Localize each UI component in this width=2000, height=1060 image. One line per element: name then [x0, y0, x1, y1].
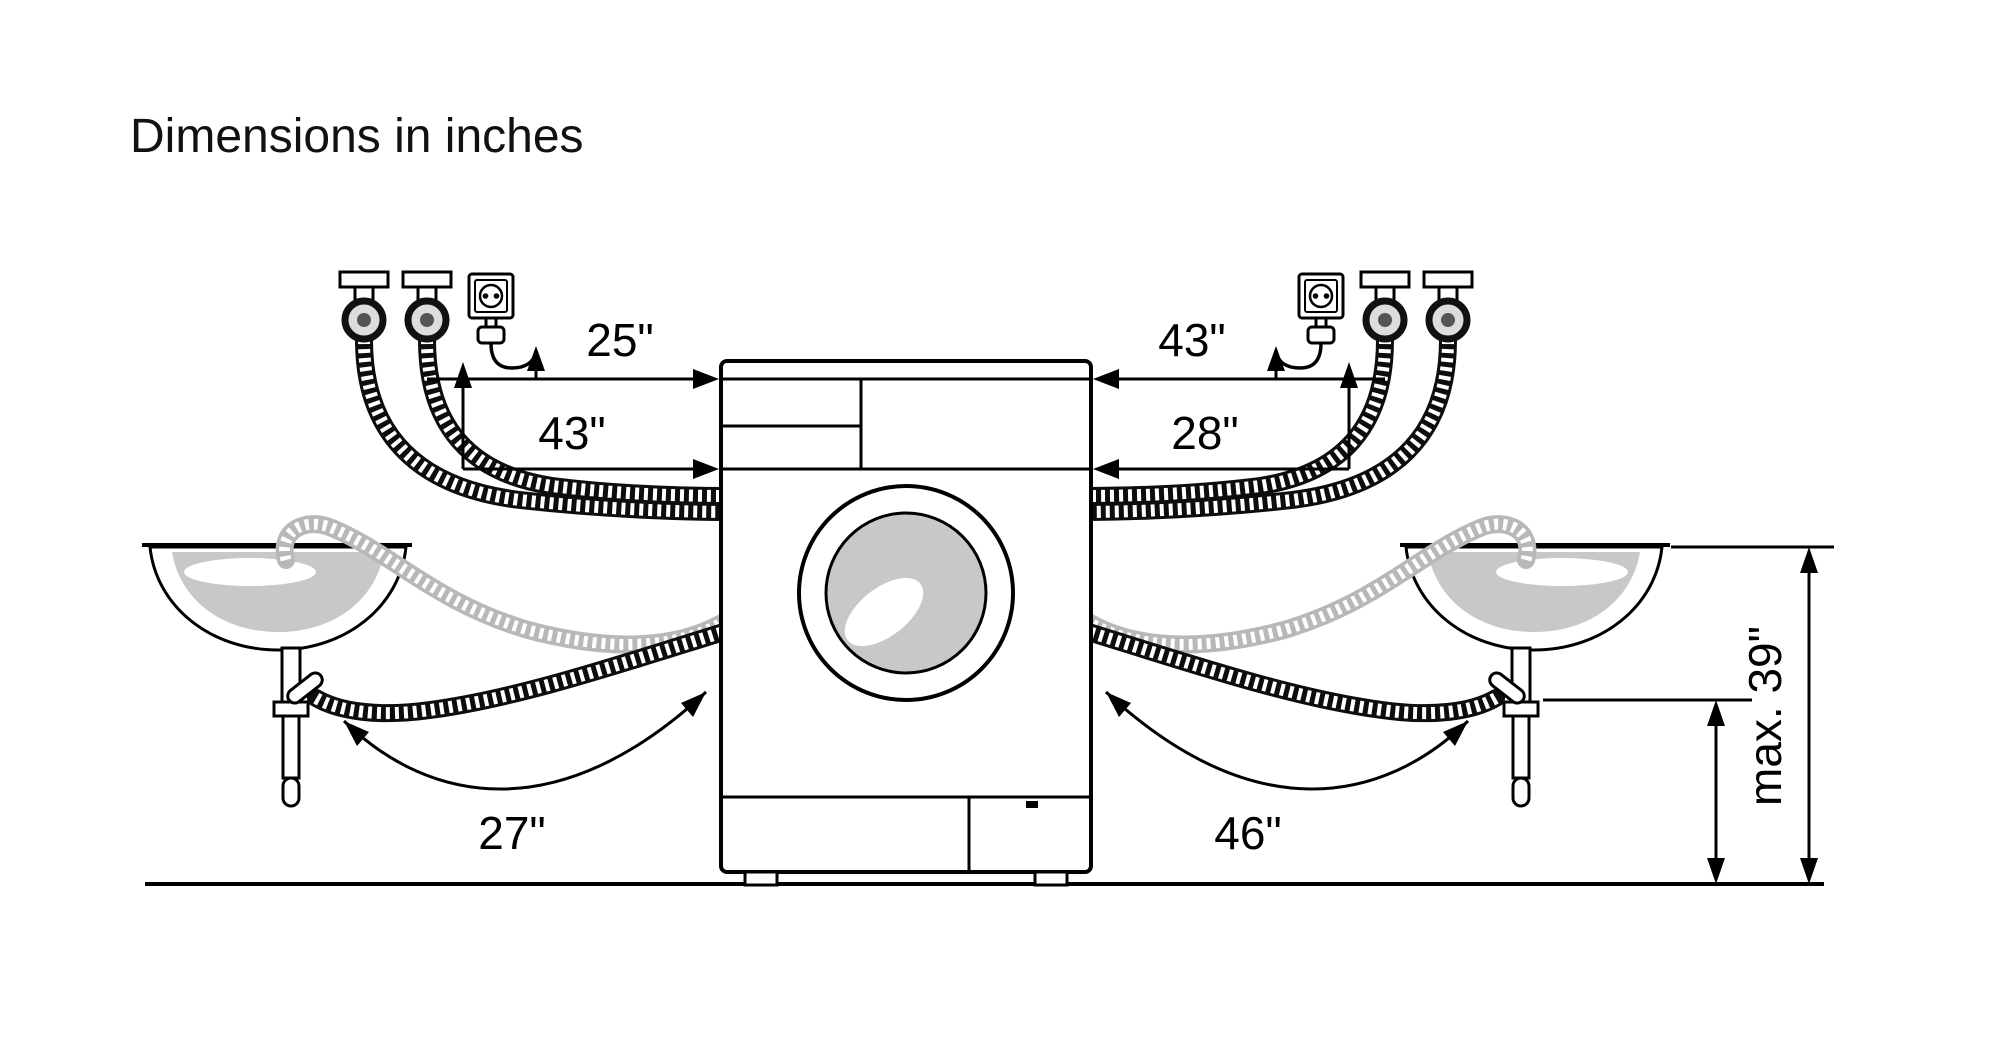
tap-handle [401, 270, 453, 289]
tap-handle [1359, 270, 1411, 289]
socket-pin-hole [482, 293, 489, 299]
label-25: 25" [586, 314, 654, 366]
arrowhead [1106, 692, 1131, 717]
arrowhead-right [693, 459, 719, 479]
label-43-right: 43" [1158, 314, 1226, 366]
arrowhead [344, 721, 369, 746]
left-inlet-hoses [355, 331, 739, 521]
right-sink [1400, 543, 1670, 808]
right-inlet-hoses [1073, 331, 1457, 521]
right-inlet-hose-1-ribs [1081, 339, 1454, 518]
plug-body [1306, 325, 1336, 345]
outlet-socket-icon [1308, 283, 1334, 309]
label-46: 46" [1214, 807, 1282, 859]
left-inlet-hose-2 [418, 331, 739, 505]
right-tap-1 [1359, 270, 1411, 343]
arrowhead [1443, 721, 1468, 746]
max-height-dimension: max. 39" [1543, 545, 1834, 884]
left-drain-length-arrow: 27" [342, 690, 708, 859]
right-power-outlet [1274, 272, 1345, 370]
left-drain-pipe [281, 714, 301, 780]
machine-foot-right [1033, 870, 1069, 887]
service-flap-mark [1026, 801, 1038, 808]
right-nozzle-shape [1488, 671, 1526, 705]
arrowhead-down [1707, 858, 1725, 884]
curved-arrow-path [342, 690, 708, 791]
left-drain-hose-nozzle [286, 671, 324, 705]
right-dimensions: 43" 28" [1093, 314, 1385, 479]
outlet-inner-box [474, 279, 508, 313]
tap-handle [338, 270, 390, 289]
socket-pin-hole [1312, 293, 1319, 299]
right-water-taps [1359, 270, 1474, 343]
arrowhead-right [693, 369, 719, 389]
arrowhead-left [1093, 369, 1119, 389]
right-drain-cap [1511, 776, 1531, 808]
label-28: 28" [1171, 407, 1239, 459]
power-cord [489, 342, 538, 370]
outlet-inner-box [1304, 279, 1338, 313]
arrowhead-down [1800, 858, 1818, 884]
curved-arrow-path [1104, 690, 1470, 791]
washing-machine [719, 359, 1093, 887]
arrowhead [681, 692, 706, 717]
left-drain-hose-body [307, 621, 739, 723]
left-black-drain-hose [286, 621, 739, 723]
page-title: Dimensions in inches [130, 110, 584, 163]
left-tap-2 [401, 270, 453, 343]
right-drain-hose-ribs [1080, 624, 1500, 720]
left-sink [142, 543, 412, 808]
right-sink-highlight [1496, 558, 1628, 586]
right-tap-2 [1422, 270, 1474, 343]
arrowhead-up-tap [1340, 362, 1358, 388]
arrowhead-up-cord [527, 346, 545, 371]
arrowhead-left [1093, 459, 1119, 479]
left-gray-hose-ribs [279, 518, 733, 650]
right-gray-hose-ribs [1079, 518, 1533, 650]
right-drain-length-arrow: 46" [1104, 690, 1470, 859]
plug-body [476, 325, 506, 345]
tap-center [420, 313, 434, 327]
label-43-left: 43" [538, 407, 606, 459]
right-black-drain-hose [1073, 621, 1526, 723]
machine-foot-left [743, 870, 779, 887]
socket-pin-hole [493, 293, 500, 299]
power-cord [1274, 342, 1323, 370]
right-drain-hose-nozzle [1488, 671, 1526, 705]
left-inlet-hose-1-ribs [358, 339, 731, 518]
left-nozzle-shape [286, 671, 324, 705]
tap-center [357, 313, 371, 327]
right-inlet-hose-2 [1073, 331, 1394, 505]
tap-center [1441, 313, 1455, 327]
arrowhead-up [1800, 547, 1818, 573]
right-drain-hose-body [1073, 621, 1505, 723]
socket-pin-hole [1323, 293, 1330, 299]
arrowhead-up-cord [1267, 346, 1285, 371]
tap-handle [1422, 270, 1474, 289]
left-drain-collar [272, 700, 310, 718]
left-power-outlet [467, 272, 538, 370]
left-drain-cap [281, 776, 301, 808]
arrowhead-up [1707, 700, 1725, 726]
left-sink-highlight [184, 558, 316, 586]
label-max-39: max. 39" [1739, 626, 1791, 806]
door-glass-highlight [844, 577, 924, 647]
tap-center [1378, 313, 1392, 327]
left-dimensions: 25" 43" [427, 314, 719, 479]
arrowhead-up-tap [454, 362, 472, 388]
right-gray-drain-hose [1073, 515, 1537, 654]
outlet-socket-icon [478, 283, 504, 309]
left-drain-hose-ribs [312, 624, 732, 720]
right-drain-collar [1502, 700, 1540, 718]
left-water-taps [338, 270, 453, 343]
left-gray-drain-hose [275, 515, 739, 654]
label-27: 27" [478, 807, 546, 859]
left-tap-1 [338, 270, 390, 343]
right-drain-pipe [1511, 714, 1531, 780]
